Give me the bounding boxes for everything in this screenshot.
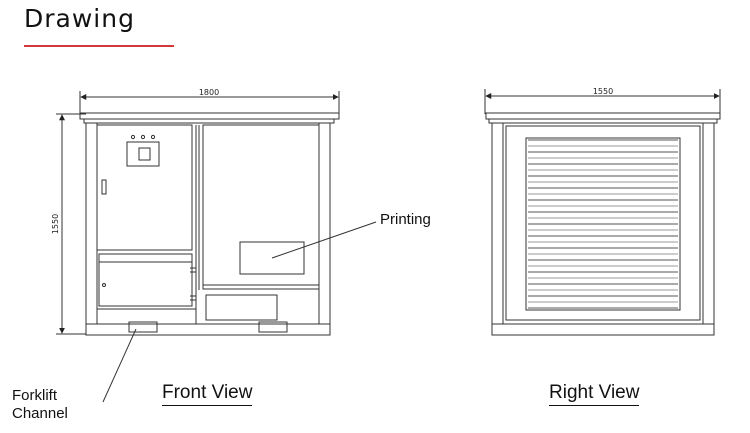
printing-callout: Printing <box>380 211 431 228</box>
forklift-callout-line2: Channel <box>12 405 68 422</box>
page-title: Drawing <box>24 4 135 33</box>
front-width-dim: 1800 <box>199 88 219 97</box>
right-view-drawing <box>484 89 721 336</box>
right-width-dim: 1550 <box>593 87 613 96</box>
title-underline <box>24 45 174 47</box>
front-view-drawing <box>56 91 377 403</box>
front-view-label: Front View <box>162 382 253 406</box>
right-view-label: Right View <box>549 382 640 406</box>
louver-slats <box>528 139 678 309</box>
forklift-callout-line1: Forklift <box>12 387 57 404</box>
front-height-dim: 1550 <box>51 214 60 234</box>
